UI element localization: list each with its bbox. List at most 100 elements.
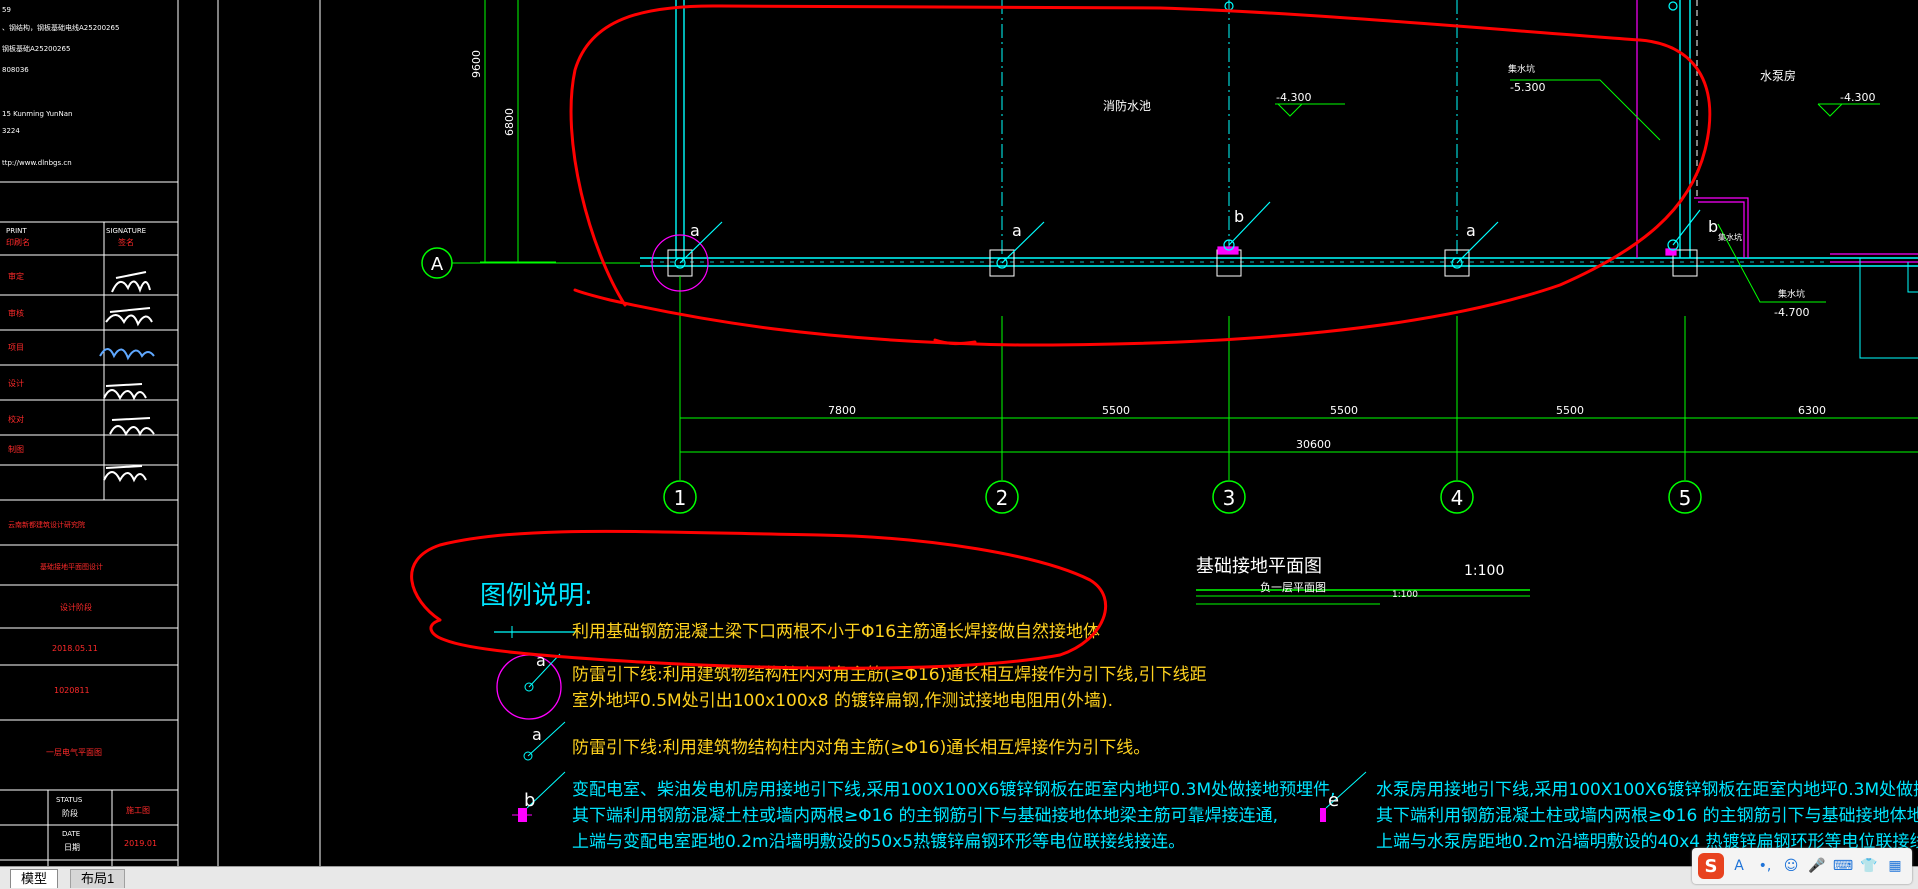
down-conductor-marks (674, 1, 1701, 269)
column-gridlines (675, 0, 1698, 258)
legend-sym-a: a (536, 651, 546, 670)
tb-print-cn: 印刷名 (6, 237, 30, 247)
tb-status-value: 施工图 (126, 805, 150, 815)
level-sump-top: -5.300 (1510, 81, 1545, 94)
tb-signature-header: SIGNATURE (106, 227, 146, 235)
tb-status-cn: 阶段 (62, 808, 78, 818)
dim-span: 5500 (1102, 404, 1130, 417)
tb-row-label: 项目 (8, 343, 24, 352)
tb-top-line: 3224 (2, 127, 20, 135)
dim-span: 5500 (1330, 404, 1358, 417)
legend-title: 图例说明: (480, 581, 593, 611)
plan-title: 基础接地平面图 (1196, 556, 1322, 577)
legend-item-2-line2: 室外地坪0.5M处引出100x100x8 的镀锌扁钢,作测试接地电阻用(外墙). (572, 691, 1113, 711)
cad-drawing-canvas[interactable]: 59 、钢结构，钢板基础电线A25200265 钢板基础A25200265 80… (0, 0, 1918, 866)
drawing-svg: 59 、钢结构，钢板基础电线A25200265 钢板基础A25200265 80… (0, 0, 1918, 866)
layout-tab-bar: 模型 布局1 (0, 866, 1918, 889)
tb-line: 一层电气平面图 (46, 747, 102, 757)
legend-item-5-line1: 水泵房用接地引下线,采用100X100X6镀锌钢板在距室内地坪0.3M处做接地预… (1376, 780, 1918, 800)
axis-label: 3 (1223, 486, 1236, 510)
axis-label: 2 (996, 486, 1009, 510)
ime-toolbar: S A •, ☺ 🎤 ⌨ 👕 ▦ (1692, 848, 1912, 884)
pump-room-walls (651, 0, 1918, 292)
legend-sym-e: e (1328, 790, 1339, 811)
sump-label: 集水坑 (1718, 232, 1742, 242)
ime-mode-button[interactable]: A (1734, 858, 1744, 874)
level-pump-pit: -4.700 (1774, 306, 1809, 319)
legend: 图例说明: 利用基础钢筋混凝土梁下口两根不小于Φ16主筋通长焊接做自然接地体 a… (480, 581, 1918, 852)
microphone-icon[interactable]: 🎤 (1808, 858, 1826, 874)
plan-subscale: 1:100 (1392, 590, 1418, 600)
tab-layout1[interactable]: 布局1 (70, 869, 126, 888)
cyan-misc-lines (1859, 258, 1918, 359)
punctuation-icon[interactable]: •, (1758, 858, 1772, 874)
axis-label: 1 (674, 486, 687, 510)
legend-item-5-line2: 其下端利用钢筋混凝土柱或墙内两根≥Φ16 的主钢筋引下与基础接地体地梁主筋可靠 (1376, 806, 1918, 826)
plan-subtitle: 负一层平面图 (1260, 580, 1326, 594)
dim-vertical: 6800 (503, 108, 516, 136)
vertical-dimension: 9600 6800 (470, 0, 556, 263)
legend-item-4-line2: 其下端利用钢筋混凝土柱或墙内两根≥Φ16 的主钢筋引下与基础接地体地梁主筋可靠焊… (572, 806, 1278, 826)
tb-top-line: 808036 (2, 66, 29, 74)
grid-axis-a: A (421, 247, 640, 279)
room-fire-pool: 消防水池 (1103, 98, 1151, 113)
tb-row-label: 制图 (8, 444, 24, 454)
dimension-text: 7800 5500 5500 5500 6300 30600 (828, 404, 1826, 451)
tb-top-line: 、钢结构，钢板基础电线A25200265 (2, 23, 119, 32)
handwritten-signature (99, 271, 155, 483)
foundation-beam (640, 257, 1918, 267)
skin-icon[interactable]: 👕 (1860, 858, 1878, 874)
plan-title-block: 基础接地平面图 1:100 负一层平面图 1:100 (1196, 556, 1530, 605)
tb-date-cn: 日期 (64, 843, 80, 852)
mark-label: a (1012, 221, 1022, 240)
axis-label: 5 (1679, 486, 1692, 510)
title-block: 59 、钢结构，钢板基础电线A25200265 钢板基础A25200265 80… (0, 0, 219, 866)
keyboard-icon[interactable]: ⌨ (1832, 858, 1854, 874)
legend-item-5-line3: 上端与水泵房距地0.2m沿墙明敷设的40x4 热镀锌扁钢环形等电位联接线接连。 (1376, 832, 1918, 852)
legend-item-3: 防雷引下线:利用建筑物结构柱内对角主筋(≥Φ16)通长相互焊接作为引下线。 (572, 738, 1150, 758)
grid-axis-bubbles: 1 2 3 4 5 (663, 480, 1702, 514)
legend-sym-b: b (524, 790, 535, 811)
legend-sym-a: a (532, 725, 542, 744)
red-markup-annotations (410, 4, 1712, 670)
legend-item-4-line3: 上端与变配电室距地0.2m沿墙明敷设的50x5热镀锌扁钢环形等电位联接线接连。 (572, 832, 1185, 852)
mark-label: a (690, 221, 700, 240)
tb-line: 2018.05.11 (52, 644, 98, 653)
plan-scale: 1:100 (1464, 563, 1504, 579)
tb-print-header: PRINT (6, 227, 27, 235)
tb-date-label: DATE (62, 830, 80, 838)
level-pool: -4.300 (1276, 91, 1311, 104)
legend-item-2-line1: 防雷引下线:利用建筑物结构柱内对角主筋(≥Φ16)通长相互焊接作为引下线,引下线… (572, 665, 1207, 685)
tb-top-line: 59 (2, 6, 11, 14)
tb-top-line: 钢板基础A25200265 (2, 44, 70, 53)
ime-logo-icon[interactable]: S (1698, 853, 1724, 879)
tb-date-value: 2019.01 (124, 839, 157, 848)
tb-top-line: 15 Kunming YunNan (2, 110, 72, 118)
axis-label: 4 (1451, 486, 1464, 510)
tb-line: 云南新都建筑设计研究院 (8, 520, 85, 529)
mark-label: a (1466, 221, 1476, 240)
level-annotations (1275, 79, 1880, 303)
tb-row-label: 审核 (8, 308, 24, 318)
column-boxes (667, 249, 1698, 277)
dim-span: 7800 (828, 404, 856, 417)
axis-label-a: A (431, 254, 444, 275)
room-pump: 水泵房 (1760, 68, 1796, 83)
axis-extension-lines (679, 276, 1918, 480)
mark-label: b (1708, 217, 1718, 236)
emoji-icon[interactable]: ☺ (1783, 858, 1799, 874)
mark-label: b (1234, 207, 1244, 226)
tb-top-line: ttp://www.dlnbgs.cn (2, 159, 72, 167)
legend-item-4-line1: 变配电室、柴油发电机房用接地引下线,采用100X100X6镀锌钢板在距室内地坪0… (572, 780, 1336, 800)
legend-item-1: 利用基础钢筋混凝土梁下口两根不小于Φ16主筋通长焊接做自然接地体 (572, 622, 1100, 642)
toolbox-icon[interactable]: ▦ (1888, 858, 1902, 874)
dim-total: 30600 (1296, 438, 1331, 451)
dim-span: 5500 (1556, 404, 1584, 417)
tb-row-label: 设计 (8, 378, 24, 388)
tb-row-label: 审定 (8, 271, 24, 281)
tab-model[interactable]: 模型 (10, 869, 59, 888)
room-sump: 集水坑 (1508, 63, 1535, 75)
tb-line: 1020811 (54, 686, 90, 695)
level-pump: -4.300 (1840, 91, 1875, 104)
tb-status-label: STATUS (56, 796, 83, 804)
